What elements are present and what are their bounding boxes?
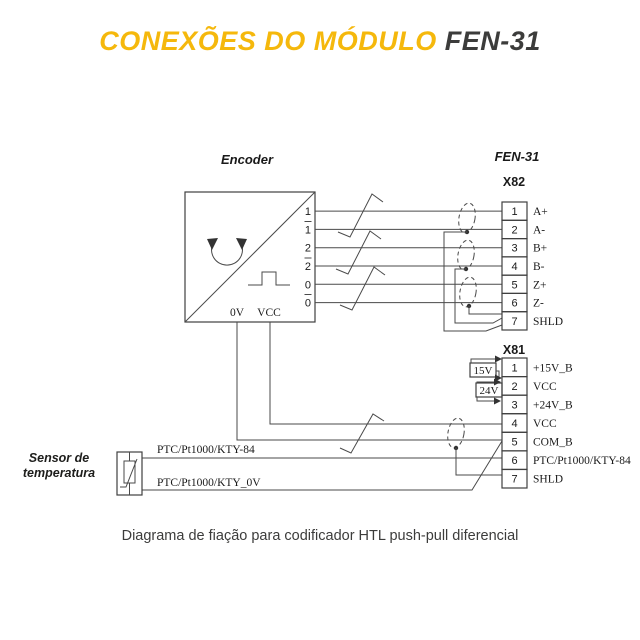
x81-title: X81 [503,343,525,357]
x82-title: X82 [503,175,525,189]
temperature-sensor-symbol [116,451,143,496]
wire-ptc-84-label: PTC/Pt1000/KTY-84 [157,444,255,456]
x81-pin-1-signal: +15V_B [533,362,573,374]
jumper-24v-label: 24V [480,385,499,397]
encoder-vcc-label: VCC [257,307,281,319]
page-title-model: FEN-31 [444,26,541,56]
x81-pin-7-cell [501,468,528,489]
wire-ptc-0v [142,440,503,491]
shield-drain-power [455,448,502,476]
pulse-signal-icon [248,271,290,286]
x82-pin-4-num: 4 [511,261,517,273]
x82-pin-4-signal: B- [533,261,545,273]
x82-pin-7-num: 7 [511,316,517,328]
x82-pin-7-cell [501,311,528,331]
encoder-diagonal [184,191,316,323]
x82-pin-5-num: 5 [511,279,517,291]
encoder-pin-2-inv: 2 [305,261,311,273]
encoder-symbol: Encoder 0V VCC 1 1 2 2 0 0 [184,152,316,323]
sensor-label-line2: temperatura [22,465,96,480]
shield-ellipse-z [459,276,477,308]
shield-drain-z [468,306,502,315]
x81-pin-6-num: 6 [511,455,517,467]
thermistor-icon [120,452,138,495]
x82-pin-2-signal: A- [533,224,545,236]
x81-pin-3-signal: +24V_B [533,399,573,411]
twisted-pair-mark-a [337,193,384,238]
sensor-label: Sensor de temperatura [6,451,112,480]
x82-pin-3-num: 3 [511,243,517,255]
wire-0v-com [236,322,502,441]
jumper-24v: 24V [475,378,503,405]
wire-vcc [269,322,502,425]
x81-pin-2-signal: VCC [533,381,557,393]
power-and-sensor-wires: PTC/Pt1000/KTY-84 PTC/Pt1000/KTY_0V [142,322,503,491]
x81-terminal-block: X81 1 2 3 4 5 6 7 +15V_B VCC +24V_B VCC … [469,343,631,489]
x81-pin-2-num: 2 [511,381,517,393]
x81-pin-5-num: 5 [511,437,517,449]
module-title: FEN-31 [495,149,540,164]
shield-drain-b [454,268,503,324]
shield-drain-a [443,231,503,332]
x81-pin-7-signal: SHLD [533,474,563,486]
encoder-title: Encoder [221,152,274,167]
encoder-signal-wires [315,193,503,332]
x81-pin-3-num: 3 [511,399,517,411]
twisted-pair-mark-z [339,266,386,311]
x82-pin-3-signal: B+ [533,243,547,255]
shield-ellipse-power [447,417,465,449]
encoder-box [184,191,316,323]
jumper-15v-label: 15V [474,365,493,377]
twisted-pair-mark-power [339,413,385,454]
x82-terminal-block: FEN-31 X82 1 2 3 4 5 6 7 A+ A- B+ B- Z+ … [495,149,563,331]
jumper-15v: 15V [469,355,502,382]
x81-pin-4-signal: VCC [533,418,557,430]
x82-pin-2-num: 2 [511,224,517,236]
shield-ellipse-a [458,202,476,234]
encoder-pin-0: 0 [305,279,311,291]
shield-ellipse-b [457,239,475,271]
x81-pin-1-num: 1 [511,362,517,374]
x82-pin-6-num: 6 [511,298,517,310]
encoder-pin-0-inv: 0 [305,298,311,310]
x82-pin-1-signal: A+ [533,206,548,218]
x81-pin-4-num: 4 [511,418,517,430]
x81-pin-5-signal: COM_B [533,437,573,449]
page-title-main: CONEXÕES DO MÓDULO [99,26,445,56]
x82-pin-6-signal: Z- [533,298,544,310]
x82-pin-7-signal: SHLD [533,316,563,328]
wire-ptc-0v-label: PTC/Pt1000/KTY_0V [157,477,261,489]
x82-pin-1-num: 1 [511,206,517,218]
page-title: CONEXÕES DO MÓDULO FEN-31 [0,26,640,57]
x81-pin-6-signal: PTC/Pt1000/KTY-84 [533,455,631,467]
x81-pin-7-num: 7 [511,474,517,486]
encoder-pin-1: 1 [305,206,311,218]
twisted-pair-mark-b [335,230,382,275]
encoder-pin-2: 2 [305,243,311,255]
rotation-arrow-icon [207,238,247,266]
x82-pin-5-signal: Z+ [533,279,547,291]
encoder-pin-1-inv: 1 [305,224,311,236]
encoder-0v-label: 0V [230,307,245,319]
diagram-caption: Diagrama de fiação para codificador HTL … [121,528,519,544]
sensor-label-line1: Sensor de [28,451,90,465]
